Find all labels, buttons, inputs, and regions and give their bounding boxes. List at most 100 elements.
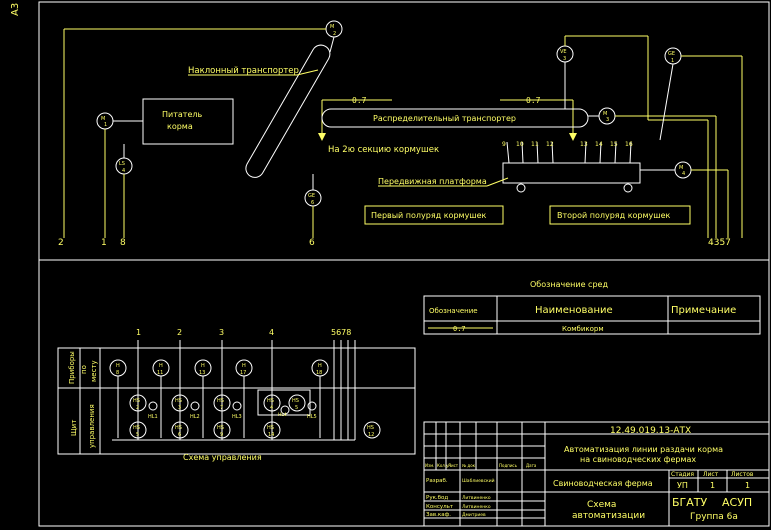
- platform-sensor-14: 14: [595, 141, 603, 148]
- platform-sensor-leg-4: [551, 141, 554, 164]
- platform-sensor-15: 15: [610, 141, 618, 148]
- ge1-number: 1: [671, 58, 674, 64]
- row-label-devices-2: по: [80, 365, 88, 374]
- platform-sensor-10: 10: [516, 141, 524, 148]
- legend-header-name: Наименование: [535, 305, 613, 316]
- platform-sensor-16: 16: [625, 141, 633, 148]
- role-1: Разраб.: [426, 478, 448, 484]
- line-number-1: 1: [101, 238, 107, 248]
- col-header-1: Изм.: [425, 463, 434, 468]
- legend-row-code: 0.7: [453, 325, 466, 333]
- first-half-row-box: [364, 205, 504, 225]
- panel-switch-row2-5: HS 12: [363, 421, 381, 439]
- org-name-1: БГАТУ: [672, 496, 707, 509]
- svg-text:HS: HS: [217, 398, 224, 404]
- svg-text:H: H: [116, 363, 120, 369]
- line-number-8: 8: [120, 238, 126, 248]
- svg-text:HS: HS: [367, 425, 374, 431]
- col-header-6: Дата: [526, 463, 537, 468]
- column-number-1: 1: [136, 328, 141, 337]
- platform-wheel-left: [516, 183, 526, 193]
- svg-text:18: 18: [316, 370, 322, 376]
- lamp-hl2-icon: HL2: [190, 401, 200, 420]
- svg-text:H: H: [159, 363, 163, 369]
- field-device-h17: H 17: [235, 359, 253, 438]
- svg-text:H: H: [318, 363, 322, 369]
- lamp-hl3-icon: HL3: [232, 401, 242, 420]
- svg-text:13: 13: [199, 370, 205, 376]
- svg-text:HL4: HL4: [278, 412, 287, 418]
- stage-header: Стадия: [671, 471, 694, 478]
- svg-text:14: 14: [268, 432, 274, 438]
- field-device-h8: H 8: [109, 359, 127, 438]
- distribution-conveyor: [321, 108, 589, 128]
- platform-sensor-leg-6: [599, 141, 602, 164]
- svg-text:HS: HS: [175, 425, 182, 431]
- platform-label-leader: [486, 177, 509, 187]
- sheet-header: Лист: [703, 471, 719, 478]
- group-frame-4: [257, 389, 311, 416]
- svg-text:HS: HS: [133, 425, 140, 431]
- platform-sensor-leg-2: [521, 141, 524, 164]
- ge6-letter: GE: [308, 193, 315, 199]
- svg-text:7: 7: [220, 405, 223, 411]
- line-numbers-right: 4357: [708, 238, 731, 248]
- feeder-label-2: корма: [167, 122, 193, 131]
- second-half-row-box: [549, 205, 691, 225]
- legend-title: Обозначение сред: [530, 280, 608, 289]
- column-numbers-right: 5678: [331, 328, 351, 337]
- first-half-row-label: Первый полуряд кормушек: [371, 211, 487, 220]
- panel-switch-row1-3: HS 7: [213, 394, 231, 412]
- m4-letter: M: [679, 165, 683, 171]
- svg-text:H: H: [242, 363, 246, 369]
- sheets-value: 1: [745, 481, 750, 490]
- svg-text:5: 5: [136, 432, 139, 438]
- svg-text:17: 17: [240, 370, 246, 376]
- name-4: Дмитриев: [462, 512, 486, 518]
- ls4-number: 4: [122, 168, 125, 174]
- org-name-2: АСУП: [722, 496, 752, 509]
- title-block: [423, 421, 770, 527]
- legend-row-name: Комбикорм: [562, 325, 604, 333]
- svg-text:H: H: [201, 363, 205, 369]
- group-name: Группа 6а: [690, 512, 738, 522]
- svg-text:6: 6: [178, 432, 181, 438]
- name-2: Литвиненко: [462, 495, 491, 501]
- field-device-h11: H 11: [152, 359, 170, 438]
- sheet-format-label: A3: [10, 3, 21, 16]
- line-number-6: 6: [309, 238, 315, 248]
- platform-sensor-leg-1: [506, 141, 510, 164]
- m3-number: 3: [606, 117, 609, 123]
- svg-text:2: 2: [136, 405, 139, 411]
- m2-letter: M: [330, 24, 334, 30]
- col-header-5: Подпись: [499, 463, 518, 468]
- platform-sensor-leg-5: [584, 141, 587, 164]
- row-label-panel-1: Щит: [70, 420, 78, 436]
- m3-letter: M: [603, 111, 607, 117]
- panel-switch-row2-2: HS 6: [171, 421, 189, 439]
- flow-arrow-left: [318, 133, 326, 141]
- platform-sensor-leg-3: [536, 141, 539, 164]
- legend-header-code: Обозначение: [429, 307, 478, 315]
- distribution-conveyor-label: Распределительный транспортер: [373, 114, 516, 123]
- mobile-platform: [502, 162, 641, 184]
- flow-code-left: 0.7: [352, 96, 367, 105]
- scheme-caption: Схема управления: [183, 453, 262, 462]
- lamp-hl4-icon: HL4: [278, 405, 290, 418]
- m1-number: 1: [104, 122, 107, 128]
- mobile-platform-label: Передвижная платформа: [378, 177, 487, 186]
- lamp-hl1-icon: HL1: [148, 401, 158, 420]
- ve3-letter: VE: [560, 49, 567, 55]
- col-header-4: № док.: [462, 463, 476, 468]
- legend-table: [423, 295, 761, 335]
- svg-text:5: 5: [295, 405, 298, 411]
- svg-text:12: 12: [368, 432, 374, 438]
- platform-sensor-11: 11: [531, 141, 539, 148]
- title-line-2: на свиноводческих фермах: [580, 455, 696, 464]
- role-4: Зав.каф.: [426, 512, 451, 518]
- control-scheme-frame: [57, 347, 416, 455]
- platform-sensor-13: 13: [580, 141, 588, 148]
- sheet-title-2: автоматизации: [572, 511, 645, 521]
- m2-number: 2: [333, 31, 336, 37]
